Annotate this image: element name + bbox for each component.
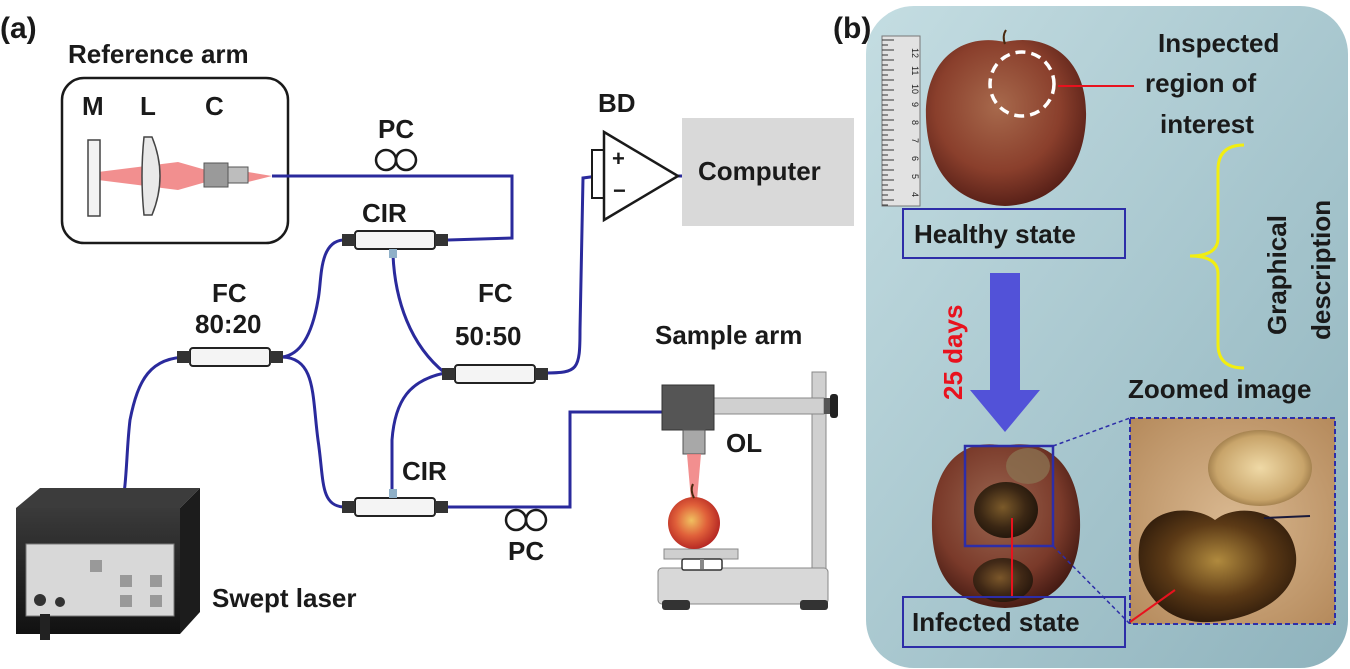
lens-label: L (140, 91, 156, 121)
inspected-region-circle (988, 50, 1056, 118)
reference-arm-title: Reference arm (68, 39, 249, 69)
fc-5050-port-right (535, 368, 548, 380)
pc-bottom-loop-1 (504, 508, 528, 532)
reference-beam-tip (248, 172, 272, 182)
cir-top-port-mid (389, 249, 397, 258)
cir-top-port-right (435, 234, 448, 246)
bd-minus: − (613, 178, 626, 203)
ruler-number: 6 (910, 156, 920, 161)
ruler-number: 11 (910, 66, 920, 75)
inspected-region-line-3: interest (1160, 109, 1254, 139)
infected-apple-photo (931, 444, 1081, 608)
healthy-apple-photo (925, 29, 1087, 206)
fc-8020-port-left (177, 351, 190, 363)
sample-arm-label: Sample arm (655, 320, 802, 350)
ruler-number: 7 (910, 138, 920, 143)
time-arrow (970, 273, 1040, 432)
infected-state-box (902, 596, 1126, 648)
graphical-description-brace (1189, 143, 1245, 370)
ol-label: OL (726, 428, 762, 458)
pc-top-loop-1 (374, 148, 398, 172)
computer-label: Computer (698, 156, 821, 186)
ruler-number: 5 (910, 174, 920, 179)
bd-label: BD (598, 88, 636, 118)
scan-head (661, 384, 715, 431)
zoom-link-bottom (1052, 545, 1131, 625)
sample-beam (687, 454, 701, 500)
zoomed-image-label: Zoomed image (1128, 374, 1311, 404)
swept-laser-device (16, 488, 200, 640)
cir-bottom-port-mid (389, 489, 397, 498)
collimator-label: C (205, 91, 224, 121)
ruler-number: 9 (910, 102, 920, 107)
cir-top-label: CIR (362, 198, 407, 228)
cir-bottom-label: CIR (402, 456, 447, 486)
healthy-state-box (902, 208, 1126, 259)
ruler-number: 10 (910, 84, 920, 94)
mirror (87, 139, 101, 217)
fc-5050-body (454, 364, 536, 384)
panel-a-tag: (a) (0, 12, 37, 45)
ruler-number: 8 (910, 120, 920, 125)
panel-b-tag: (b) (833, 12, 871, 45)
fc-5050-ratio: 50:50 (455, 321, 522, 351)
pc-top-label: PC (378, 114, 414, 144)
fc-8020-ratio: 80:20 (195, 309, 262, 339)
graphical-description-line-2: description (1306, 200, 1336, 340)
ruler-number: 12 (910, 48, 920, 58)
mirror-label: M (82, 91, 104, 121)
infected-state-label: Infected state (912, 607, 1080, 637)
healthy-state-label: Healthy state (914, 219, 1076, 249)
cir-bottom-body (354, 497, 436, 517)
pc-top-loop-2 (394, 148, 418, 172)
pc-bottom-loop-2 (524, 508, 548, 532)
zoomed-pointer (1129, 589, 1176, 623)
fc-5050-port-left (442, 368, 455, 380)
fc-5050-name: FC (478, 278, 513, 308)
bd-amplifier (602, 129, 681, 223)
sample-stand (657, 371, 838, 610)
inspected-region-line-2: region of (1145, 68, 1257, 98)
days-label: 25 days (938, 305, 968, 400)
cir-top-body (354, 230, 436, 250)
fc-8020-port-right (270, 351, 283, 363)
graphical-description-line-1: Graphical (1262, 215, 1292, 335)
ruler-number: 4 (910, 192, 920, 197)
zoomed-image-frame (1129, 417, 1336, 625)
swept-laser-label: Swept laser (212, 583, 357, 613)
reference-arm-box (60, 76, 290, 245)
cir-bottom-port-right (435, 501, 448, 513)
pc-bottom-label: PC (508, 536, 544, 566)
computer-box (682, 118, 854, 226)
fc-8020-body (189, 347, 271, 367)
objective-lens (682, 429, 706, 455)
cir-bottom-port-left (342, 501, 355, 513)
lens (141, 136, 161, 216)
zoomed-image-photo (1130, 418, 1335, 624)
ruler: 12 11 10 9 8 7 6 5 4 (881, 35, 921, 207)
inspected-region-line-1: Inspected (1158, 28, 1279, 58)
collimator-head (227, 166, 249, 184)
fc-8020-name: FC (212, 278, 247, 308)
bd-plus: + (612, 146, 625, 171)
collimator (203, 162, 229, 188)
cir-top-port-left (342, 234, 355, 246)
sample-apple (668, 483, 720, 549)
zoom-region-box (963, 444, 1055, 548)
